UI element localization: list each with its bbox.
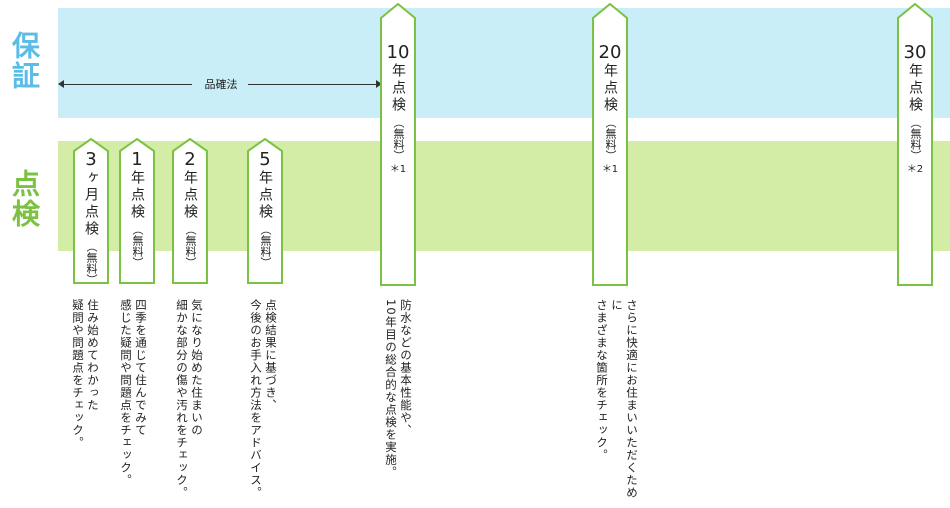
marker-free-label: （無料） — [604, 117, 617, 161]
marker-free-label: （無料） — [259, 224, 272, 268]
marker-footnote: ＊2 — [906, 164, 924, 175]
description-line: さまざまな箇所をチェック。 — [595, 299, 609, 462]
marker-20-year: 20 年点検 （無料） ＊1 — [592, 3, 628, 286]
description-line: 今後のお手入れ方法をアドバイス。 — [249, 299, 263, 499]
marker-5-year: 5 年点検 （無料） — [247, 138, 283, 284]
marker-number: 1 — [131, 149, 143, 170]
arrow-left-icon — [58, 80, 64, 88]
description-line: 点検結果に基づき、 — [264, 299, 278, 412]
warranty-row-label: 保証 — [8, 31, 41, 91]
marker-number: 2 — [184, 149, 196, 170]
marker-title: 年点検 — [182, 170, 198, 221]
marker-title: 年点検 — [390, 63, 406, 114]
marker-number: 30 — [903, 42, 927, 63]
warranty-band — [58, 8, 950, 118]
marker-2-year: 2 年点検 （無料） — [172, 138, 208, 284]
description-20-year: さらに快適にお住まいいただくために さまざまな箇所をチェック。 — [594, 299, 639, 508]
marker-title: 年点検 — [129, 170, 145, 221]
marker-30-year: 30 年点検 （無料） ＊2 — [897, 3, 933, 286]
description-5-year: 点検結果に基づき、 今後のお手入れ方法をアドバイス。 — [248, 299, 278, 499]
description-3-month: 住み始めてわかった 疑問や問題点をチェック。 — [70, 299, 100, 449]
description-line: 気になり始めた住まいの — [190, 299, 204, 437]
marker-free-label: （無料） — [184, 224, 197, 268]
marker-free-label: （無料） — [392, 117, 405, 161]
marker-number: 10 — [386, 42, 410, 63]
marker-free-label: （無料） — [85, 241, 98, 285]
description-line: さらに快適にお住まいいただくために — [610, 299, 639, 499]
description-2-year: 気になり始めた住まいの 細かな部分の傷や汚れをチェック。 — [174, 299, 204, 499]
description-line: 四季を通じて住んでみて — [134, 299, 148, 437]
warranty-law-arrow: 品確法 — [58, 77, 382, 93]
description-10-year: 防水などの基本性能や、 10年目の総合的な点検を実施。 — [383, 299, 413, 478]
arrow-right-icon — [376, 80, 382, 88]
marker-footnote: ＊1 — [601, 164, 619, 175]
marker-footnote: ＊1 — [389, 164, 407, 175]
marker-number: 3 — [85, 149, 97, 170]
marker-number: 20 — [598, 42, 622, 63]
description-line: 防水などの基本性能や、 — [399, 299, 413, 437]
description-line: 感じた疑問や問題点をチェック。 — [119, 299, 133, 487]
marker-title: ヶ月点検 — [83, 170, 99, 238]
law-label: 品確法 — [204, 78, 238, 91]
marker-title: 年点検 — [907, 63, 923, 114]
description-line: 10年目の総合的な点検を実施。 — [384, 299, 398, 479]
marker-10-year: 10 年点検 （無料） ＊1 — [380, 3, 416, 286]
description-line: 疑問や問題点をチェック。 — [71, 299, 85, 449]
marker-3-month: 3 ヶ月点検 （無料） — [73, 138, 109, 285]
marker-title: 年点検 — [257, 170, 273, 221]
description-line: 住み始めてわかった — [86, 299, 100, 412]
marker-title: 年点検 — [602, 63, 618, 114]
description-1-year: 四季を通じて住んでみて 感じた疑問や問題点をチェック。 — [118, 299, 148, 487]
inspection-row-label: 点検 — [8, 169, 41, 229]
marker-1-year: 1 年点検 （無料） — [119, 138, 155, 284]
description-line: 細かな部分の傷や汚れをチェック。 — [175, 299, 189, 499]
marker-number: 5 — [259, 149, 271, 170]
marker-free-label: （無料） — [909, 117, 922, 161]
marker-free-label: （無料） — [131, 224, 144, 268]
